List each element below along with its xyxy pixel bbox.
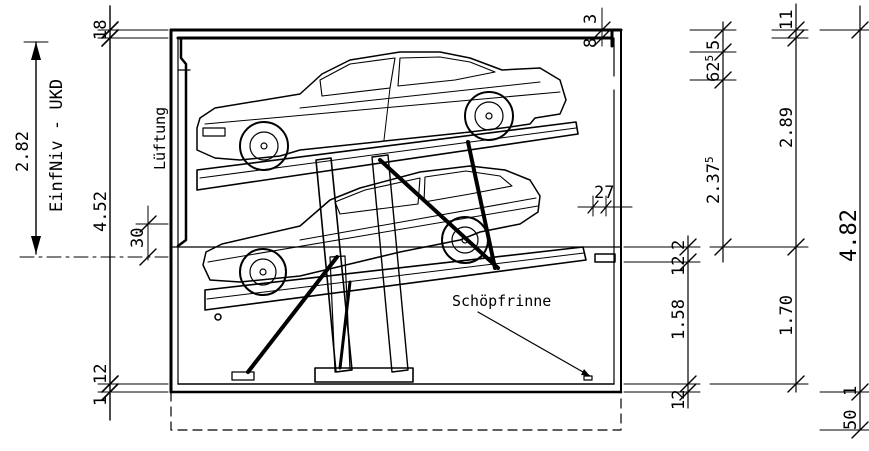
dim-step-b: 2 [669, 240, 689, 250]
dim-top-c: 5 [704, 40, 724, 50]
entry-level-note: EinfNiv - UKD [47, 79, 67, 212]
upper-car [196, 51, 567, 171]
dim-floor-slab: 12 [669, 390, 689, 410]
lift-structure [196, 121, 587, 383]
dim-foundation: 50 [841, 410, 861, 430]
inner-dimensions [577, 7, 701, 409]
dim-pit-height: 4.52 [91, 191, 111, 232]
dim-top-a: 11 [777, 10, 797, 30]
dim-lower-total: 1.70 [777, 295, 797, 336]
ventilation-label: Lüftung [151, 107, 169, 170]
lower-car [202, 165, 541, 296]
dim-upper-total-right: 2.89 [777, 107, 797, 148]
dim-pit-floor: 1.58 [669, 299, 689, 340]
dim-post-width: 27 [594, 183, 614, 203]
dim-step: 12 [669, 256, 689, 276]
dim-top-b: 625 [703, 55, 724, 82]
dim-foundation-b: 1 [841, 386, 861, 396]
drain-channel-label: Schöpfrinne [452, 292, 551, 310]
dim-lid-a: 8 [581, 38, 601, 48]
right-dimensions [689, 3, 869, 439]
dim-ramp-offset: 30 [128, 228, 148, 248]
dim-bottom-b: 12 [91, 364, 111, 384]
left-dimensions [19, 5, 169, 421]
dim-top-slab: 18 [91, 20, 111, 40]
pit-structure [169, 28, 623, 431]
dim-overall: 4.82 [837, 209, 862, 262]
dim-upper-total-left: 2.82 [13, 131, 33, 172]
dim-bottom-a: 1 [91, 396, 111, 406]
dim-lid-b: 3 [581, 14, 601, 24]
dim-upper-car: 2.375 [703, 156, 724, 204]
